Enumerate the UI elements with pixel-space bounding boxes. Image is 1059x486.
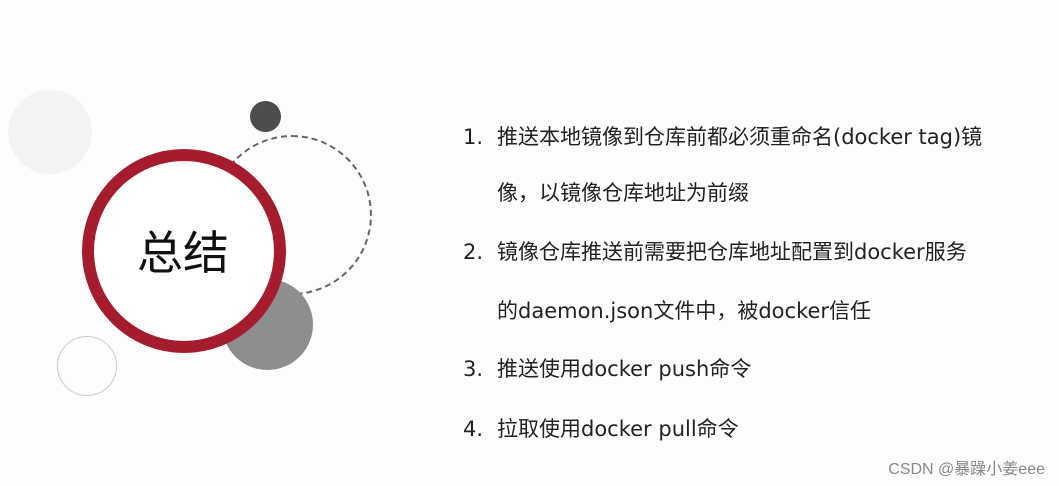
item-number: 2. — [463, 240, 484, 264]
item-text-continued: 像，以镜像仓库地址为前缀 — [497, 181, 749, 205]
item-text: 推送使用docker push命令 — [497, 357, 752, 381]
list-item-2: 2. 镜像仓库推送前需要把仓库地址配置到docker服务 — [463, 236, 967, 266]
item-text: 推送本地镜像到仓库前都必须重命名(docker tag)镜 — [497, 125, 983, 149]
item-text: 镜像仓库推送前需要把仓库地址配置到docker服务 — [497, 240, 967, 264]
watermark: CSDN @暴躁小姜eee — [888, 461, 1045, 478]
light-circle-decoration — [8, 90, 92, 174]
item-number: 1. — [463, 125, 484, 149]
list-item-1: 1. 推送本地镜像到仓库前都必须重命名(docker tag)镜 — [463, 121, 982, 151]
outline-circle-decoration — [57, 336, 117, 396]
list-item-3: 3. 推送使用docker push命令 — [463, 353, 751, 383]
item-number: 3. — [463, 357, 484, 381]
item-text-continued: 的daemon.json文件中，被docker信任 — [497, 299, 872, 323]
item-number: 4. — [463, 417, 484, 441]
dark-dot-decoration — [250, 101, 281, 132]
slide-title: 总结 — [137, 226, 229, 280]
item-text: 拉取使用docker pull命令 — [497, 417, 739, 441]
list-item-4: 4. 拉取使用docker pull命令 — [463, 413, 739, 443]
